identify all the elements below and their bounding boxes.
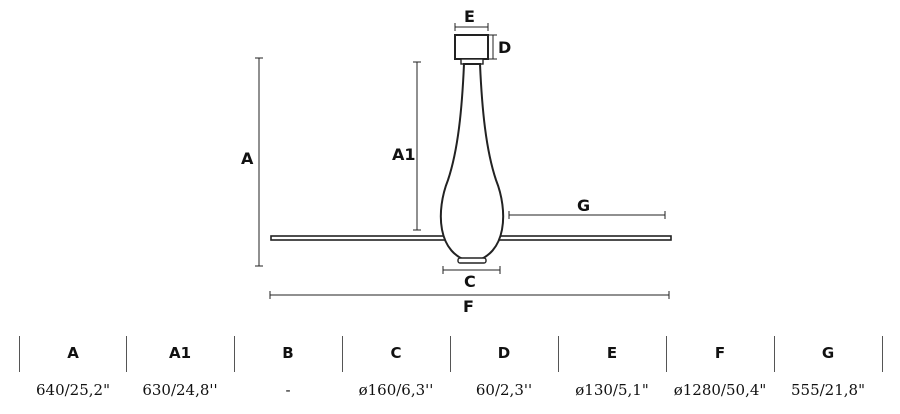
- column-header-b: B: [282, 344, 294, 362]
- label-a: A: [241, 149, 254, 168]
- label-e: E: [464, 7, 475, 26]
- column-separator: [774, 336, 775, 372]
- label-d: D: [498, 38, 511, 57]
- label-c: C: [464, 272, 476, 291]
- drop-bottom-cap: [457, 257, 487, 264]
- label-f: F: [463, 297, 474, 316]
- value-a1: 630/24,8'': [142, 381, 218, 399]
- value-d: 60/2,3'': [475, 381, 533, 399]
- column-separator: [558, 336, 559, 372]
- dimension-d: [489, 34, 497, 60]
- dimension-a: [255, 57, 263, 267]
- column-header-c: C: [390, 344, 402, 362]
- column-separator: [882, 336, 883, 372]
- column-header-e: E: [606, 344, 618, 362]
- label-g: G: [577, 196, 590, 215]
- dimension-spec-table: A A1 B C D E F G 640/25,2" 630/24,8'' - …: [0, 336, 900, 414]
- column-separator: [126, 336, 127, 372]
- dimension-c: [442, 266, 501, 274]
- fan-dimension-diagram: A A1 E D G C F: [241, 7, 672, 316]
- value-b: -: [285, 381, 291, 399]
- column-separator: [450, 336, 451, 372]
- value-f: ø1280/50,4": [673, 381, 767, 399]
- column-header-g: G: [821, 344, 835, 362]
- dimension-g: [508, 211, 666, 219]
- dimension-f: [269, 291, 670, 299]
- column-header-a: A: [67, 344, 79, 362]
- value-c: ø160/6,3'': [358, 381, 434, 399]
- column-separator: [19, 336, 20, 372]
- column-separator: [666, 336, 667, 372]
- value-g: 555/21,8": [791, 381, 865, 399]
- column-header-a1: A1: [168, 344, 192, 362]
- column-separator: [342, 336, 343, 372]
- ceiling-canopy: [454, 34, 489, 60]
- drop-body: [439, 63, 505, 264]
- value-a: 640/25,2": [36, 381, 110, 399]
- dimension-e: [454, 23, 489, 31]
- dimension-a1: [413, 61, 421, 231]
- label-a1: A1: [392, 145, 416, 164]
- column-header-d: D: [497, 344, 511, 362]
- column-header-f: F: [714, 344, 726, 362]
- column-separator: [234, 336, 235, 372]
- value-e: ø130/5,1": [575, 381, 649, 399]
